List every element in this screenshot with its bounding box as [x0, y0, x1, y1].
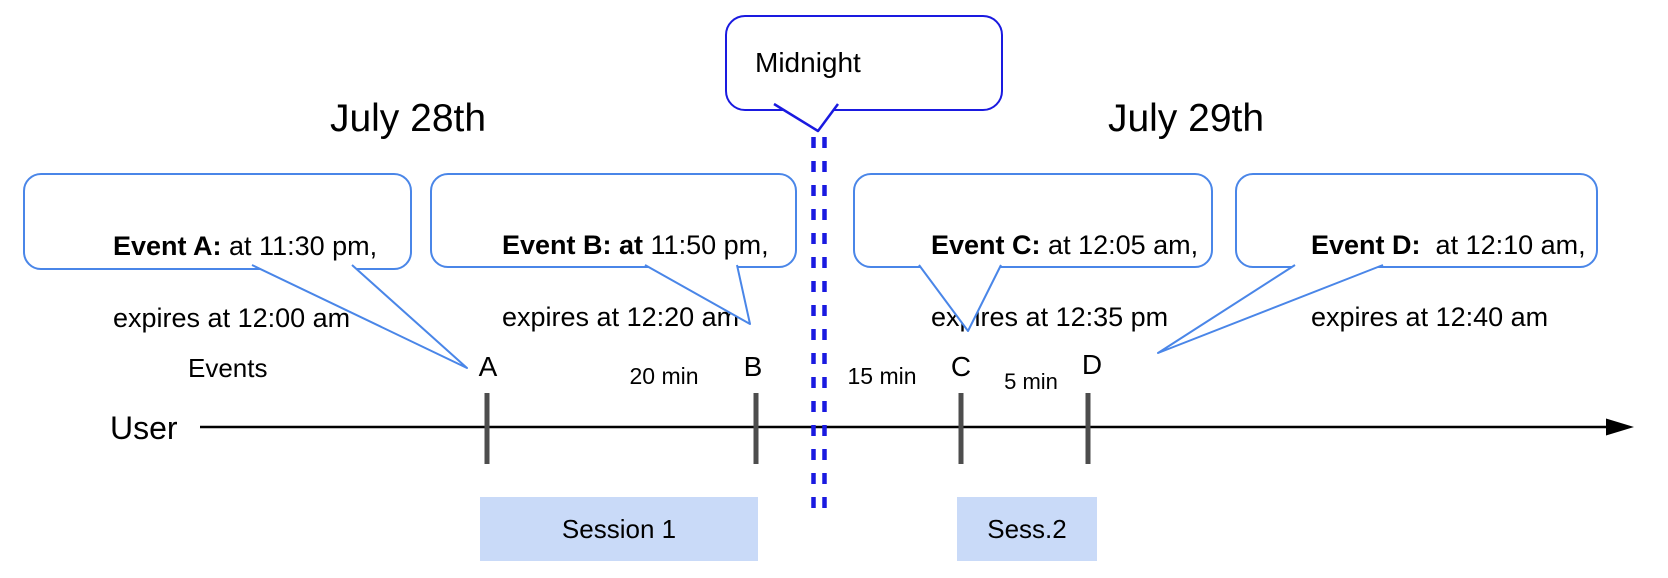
interval-label-20min: 20 min [629, 363, 699, 389]
callout-d-bold-text: Event D: [1311, 230, 1421, 260]
callout-b-rest-text: 11:50 pm, [643, 230, 769, 260]
interval-label-15min: 15 min [847, 363, 917, 389]
callout-d-line2-text: expires at 12:40 am [1311, 302, 1549, 332]
session-2-box: Sess.2 [957, 497, 1097, 561]
callout-b-line2-text: expires at 12:20 am [502, 302, 740, 332]
session-2-label: Sess.2 [987, 513, 1067, 544]
callout-event-c: Event C: at 12:05 am, expires at 12:35 p… [853, 173, 1213, 332]
callout-c-bold-text: Event C: [931, 230, 1041, 260]
tick-label-a: A [478, 351, 498, 382]
tick-label-c: C [950, 351, 972, 382]
callout-event-d: Event D: at 12:10 am, expires at 12:40 a… [1235, 173, 1598, 332]
callout-c-line2-text: expires at 12:35 pm [931, 302, 1169, 332]
interval-label-5min: 5 min [1004, 369, 1058, 394]
callout-event-b: Event B: at 11:50 pm, expires at 12:20 a… [430, 173, 797, 332]
midnight-callout: Midnight [725, 15, 1003, 111]
midnight-dashed-divider [811, 137, 827, 508]
session-1-label: Session 1 [561, 513, 677, 544]
callout-c-rest-text: at 12:05 am, [1040, 230, 1199, 260]
session-1-box: Session 1 [480, 497, 758, 561]
events-axis-label: Events [188, 353, 268, 383]
callout-event-a: Event A: at 11:30 pm, expires at 12:00 a… [23, 173, 412, 333]
callout-a-rest-text: at 11:30 pm, [221, 231, 378, 261]
timeline-arrowhead-icon [1606, 418, 1634, 436]
callout-d-rest-text: at 12:10 am, [1420, 230, 1586, 260]
callout-a-line2-text: expires at 12:00 am [113, 303, 351, 333]
tick-label-b: B [743, 351, 763, 382]
midnight-label: Midnight [755, 47, 861, 78]
user-axis-label: User [110, 410, 178, 446]
callout-a-bold-text: Event A: [113, 231, 222, 261]
callout-b-bold-text: Event B: at [502, 230, 644, 260]
tick-label-d: D [1081, 349, 1103, 380]
date-label-july-28: July 28th [329, 97, 487, 140]
date-label-july-29: July 29th [1107, 97, 1265, 140]
